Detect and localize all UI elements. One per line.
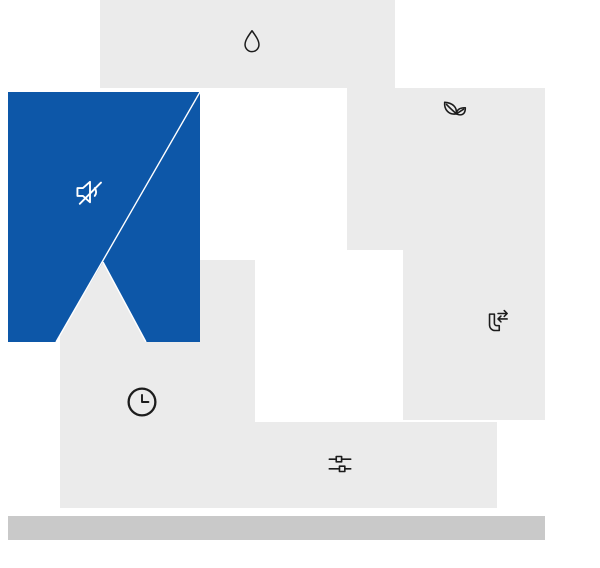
bottom-bar [8,516,545,540]
tile-eco[interactable] [347,88,545,250]
water-drop-icon [237,27,267,57]
ribbon-shape [8,92,200,342]
sliders-icon [325,449,355,479]
leaves-icon [438,95,472,129]
mute-ribbon[interactable] [8,92,200,342]
speaker-muted-icon [68,170,112,214]
tile-water[interactable] [100,0,395,88]
clock-icon [124,384,160,420]
hose-swap-icon [478,305,512,339]
tile-hose[interactable] [403,250,545,420]
tile-settings[interactable] [200,422,497,508]
